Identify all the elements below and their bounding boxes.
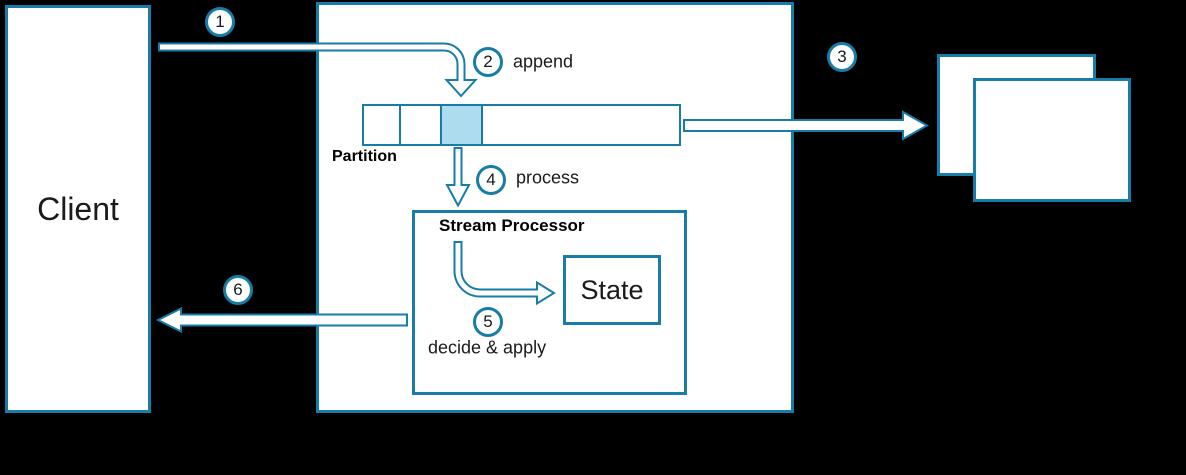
step-label-process: process — [516, 167, 580, 188]
client-label: Client — [37, 190, 119, 227]
step-number: 6 — [233, 280, 243, 299]
step-number: 5 — [483, 312, 493, 331]
step-badge-3: 3 — [827, 42, 857, 72]
step-number: 3 — [837, 47, 847, 66]
step-badge-6: 6 — [223, 275, 253, 305]
partition-label: Partition — [332, 148, 397, 165]
stream-processor-title: Stream Processor — [439, 216, 585, 235]
step-number: 4 — [486, 170, 496, 189]
partition-highlight-segment — [440, 106, 483, 144]
step-badge-5: 5 — [473, 307, 503, 337]
step-label-decide-apply: decide & apply — [428, 337, 547, 358]
state-node: State — [563, 255, 661, 325]
step-badge-4: 4 — [476, 165, 506, 195]
state-label: State — [580, 274, 644, 305]
client-node: Client — [5, 5, 151, 413]
step-badge-2: 2 — [473, 47, 503, 77]
partition-segment-divider — [399, 106, 401, 144]
partition-bar — [362, 104, 681, 146]
step-label-append: append — [513, 51, 574, 72]
step-number: 2 — [483, 52, 493, 71]
step-badge-1: 1 — [205, 7, 235, 37]
consumer-box-front — [973, 78, 1131, 202]
step-number: 1 — [215, 12, 225, 31]
